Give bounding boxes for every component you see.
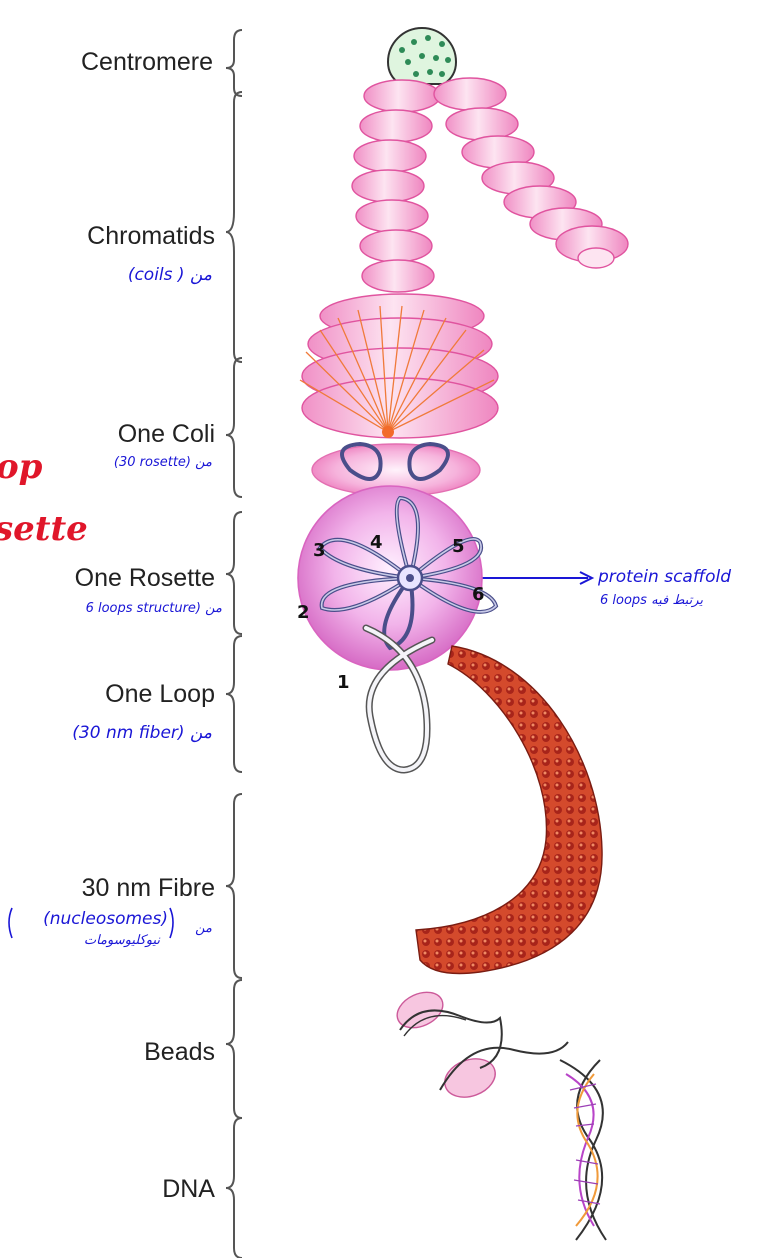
right-chromatid (434, 78, 628, 268)
loop-number-3: 3 (313, 540, 326, 561)
label-one-loop: One Loop (105, 680, 215, 708)
brace-centromere (226, 30, 242, 96)
note-one-loop: (30 nm fiber) من (72, 723, 212, 743)
label-one-coli: One Coli (118, 420, 215, 448)
note-chromatids: (coils ) من (128, 265, 212, 285)
loop-number-6: 6 (472, 584, 485, 605)
note-fibre: (nucleosomes) (43, 909, 168, 929)
red-note-rosette: sette (0, 509, 88, 549)
brace-one-coli (226, 358, 242, 497)
note-fibre-min: من (195, 921, 212, 936)
structure-labels: Centromere Chromatids One Coli One Roset… (75, 48, 216, 1203)
note-protein-scaffold-2: 6 loops يرتبط فيه (600, 593, 703, 608)
label-dna: DNA (162, 1175, 215, 1203)
brace-one-rosette (226, 512, 242, 634)
brace-one-loop (226, 636, 242, 772)
left-chromatid (352, 80, 440, 292)
label-beads: Beads (144, 1038, 215, 1066)
centromere-structure (388, 28, 456, 84)
label-one-rosette: One Rosette (75, 564, 215, 592)
note-one-rosette: 6 loops structure) من (86, 601, 222, 616)
label-chromatids: Chromatids (87, 222, 215, 250)
loop-number-4: 4 (370, 532, 383, 553)
label-30nm-fibre: 30 nm Fibre (82, 874, 215, 902)
label-braces (226, 30, 242, 1258)
note-one-coli: (30 rosette) من (114, 455, 212, 470)
beads-on-string (391, 985, 568, 1103)
note-protein-scaffold: protein scaffold (597, 567, 731, 587)
brace-chromatids (226, 92, 242, 362)
note-fibre-arabic: نيوكليوسومات (84, 933, 161, 948)
fibre-30nm (416, 646, 602, 974)
brace-30nm-fibre (226, 794, 242, 978)
brace-dna (226, 1118, 242, 1258)
loop-number-2: 2 (297, 602, 310, 623)
brace-beads (226, 980, 242, 1118)
red-note-loop: op (0, 447, 43, 487)
chromatid-coils (352, 78, 628, 292)
label-centromere: Centromere (81, 48, 213, 76)
loop-number-1: 1 (337, 672, 350, 693)
dna-double-helix (560, 1060, 606, 1240)
loop-number-5: 5 (452, 536, 465, 557)
one-coil-fan (300, 294, 498, 438)
